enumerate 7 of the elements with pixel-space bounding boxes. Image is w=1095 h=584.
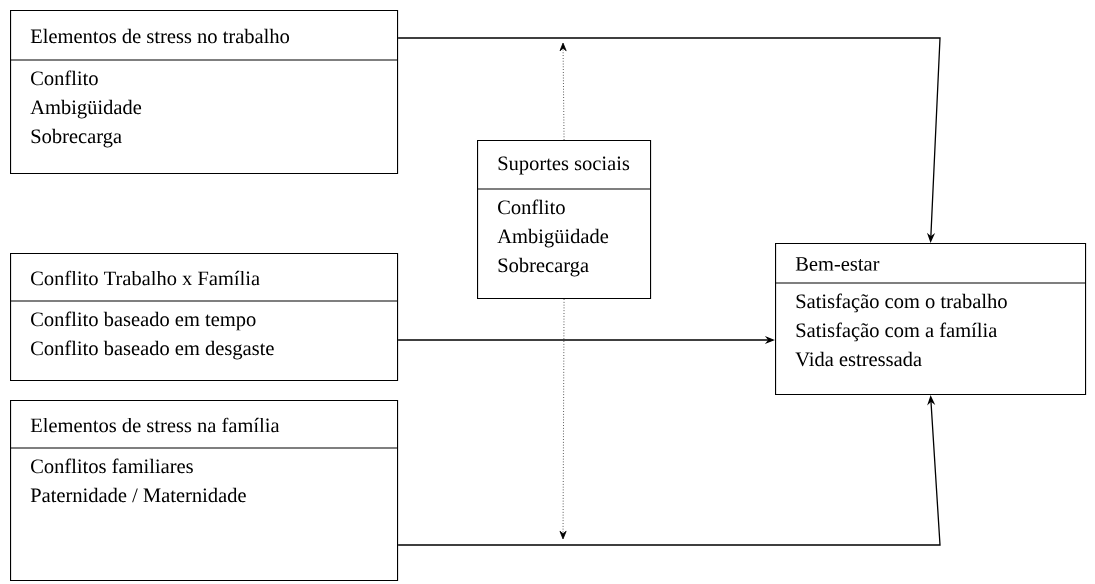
process-box: Elementos de stress no trabalho Conflito Ambigüidade Sobrecarga <box>9 10 399 175</box>
arrow <box>559 42 567 141</box>
process-box: Conflito Trabalho x Família Conflito baseado em tempo Conflito baseado em desgaste <box>9 253 399 382</box>
arrow <box>559 298 567 540</box>
process-box: Bem-estar Satisfação com o trabalho Satisfação com a família Vida estressada <box>774 243 1087 396</box>
process-box: Suportes sociais Conflito Ambigüidade Sobrecarga <box>476 140 652 300</box>
process-box: Elementos de stress na família Conflitos familiares Paternidade / Maternidade <box>9 400 399 582</box>
